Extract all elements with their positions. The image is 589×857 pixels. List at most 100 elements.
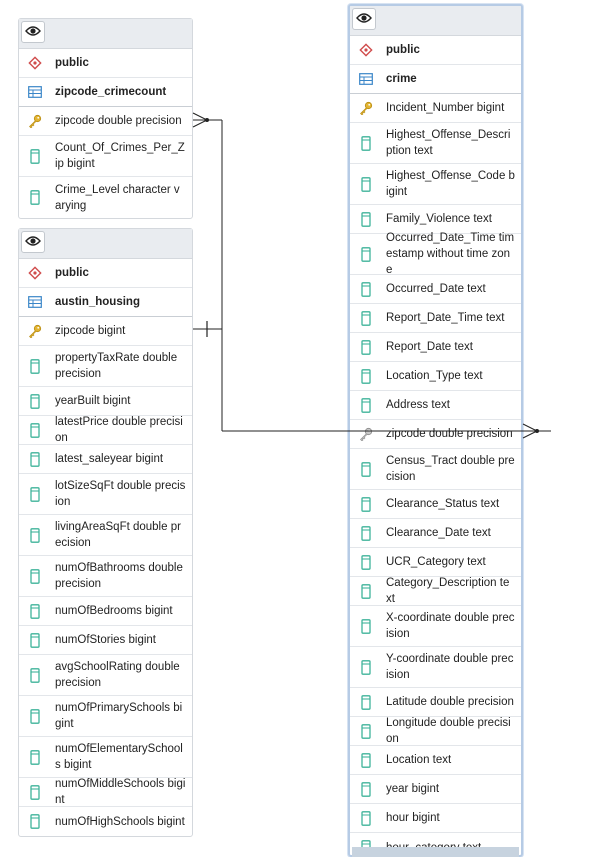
column-label: avgSchoolRating double precision [55, 661, 180, 689]
column-row[interactable]: Clearance_Status text [350, 490, 521, 519]
column-row[interactable]: Family_Violence text [350, 205, 521, 234]
column-row[interactable]: Address text [350, 391, 521, 420]
column-row[interactable]: Clearance_Date text [350, 519, 521, 548]
column-label: livingAreaSqFt double precision [55, 521, 181, 549]
column-icon [27, 708, 43, 724]
table-node-zipcode-crimecount[interactable]: public zipcode_crimecount zipcode double… [18, 18, 193, 219]
column-row[interactable]: Longitude double precision [350, 717, 521, 746]
column-row[interactable]: hour bigint [350, 804, 521, 833]
column-icon [27, 632, 43, 648]
column-icon [27, 358, 43, 374]
column-row[interactable]: Incident_Number bigint [350, 94, 521, 123]
column-label: numOfMiddleSchools bigint [55, 778, 186, 806]
column-label: numOfBathrooms double precision [55, 562, 183, 590]
column-label: numOfElementarySchools bigint [55, 743, 183, 771]
column-row[interactable]: Occurred_Date text [350, 275, 521, 304]
schema-row: public [19, 259, 192, 288]
column-row[interactable]: Latitude double precision [350, 688, 521, 717]
table-name-row: zipcode_crimecount [19, 78, 192, 107]
column-icon [358, 176, 374, 192]
column-label: lotSizeSqFt double precision [55, 480, 186, 508]
column-row[interactable]: avgSchoolRating double precision [19, 655, 192, 696]
column-label: zipcode bigint [55, 325, 126, 337]
column-row[interactable]: latestPrice double precision [19, 416, 192, 445]
table-node-austin-housing[interactable]: public austin_housing zipcode bigint prop… [18, 228, 193, 837]
column-label: latestPrice double precision [55, 416, 183, 444]
column-icon [358, 618, 374, 634]
eye-icon [356, 12, 372, 27]
column-row[interactable]: Category_Description text [350, 577, 521, 606]
column-row[interactable]: numOfBathrooms double precision [19, 556, 192, 597]
column-label: Crime_Level character varying [55, 183, 180, 212]
column-row[interactable]: zipcode bigint [19, 317, 192, 346]
column-row[interactable]: Report_Date text [350, 333, 521, 362]
column-icon [358, 752, 374, 768]
column-label: Report_Date text [386, 341, 473, 353]
column-row[interactable]: X-coordinate double precision [350, 606, 521, 647]
column-icon [358, 310, 374, 326]
column-icon [27, 603, 43, 619]
table-icon [358, 71, 374, 87]
table-name-row: austin_housing [19, 288, 192, 317]
column-row[interactable]: numOfMiddleSchools bigint [19, 778, 192, 807]
column-row[interactable]: UCR_Category text [350, 548, 521, 577]
schema-name: public [55, 57, 89, 69]
horizontal-scrollbar[interactable] [352, 847, 519, 857]
column-icon [27, 749, 43, 765]
column-row[interactable]: Count_Of_Crimes_Per_Zip bigint [19, 136, 192, 177]
column-row[interactable]: zipcode double precision [350, 420, 521, 449]
column-row[interactable]: lotSizeSqFt double precision [19, 474, 192, 515]
edge-crimecount-to-housing[interactable] [193, 119, 223, 330]
eye-icon [25, 25, 41, 40]
column-icon [27, 784, 43, 800]
column-row[interactable]: Location text [350, 746, 521, 775]
column-row[interactable]: zipcode double precision [19, 107, 192, 136]
column-label: numOfHighSchools bigint [55, 815, 185, 828]
column-row[interactable]: numOfElementarySchools bigint [19, 737, 192, 778]
column-icon [358, 583, 374, 599]
key-icon [27, 113, 43, 129]
column-icon [27, 393, 43, 409]
column-row[interactable]: yearBuilt bigint [19, 387, 192, 416]
column-label: Census_Tract double precision [386, 455, 515, 483]
column-row[interactable]: numOfHighSchools bigint [19, 807, 192, 836]
column-row[interactable]: numOfStories bigint [19, 626, 192, 655]
toggle-visibility-button[interactable] [352, 8, 376, 30]
column-icon [358, 246, 374, 262]
toggle-visibility-button[interactable] [21, 231, 45, 253]
column-row[interactable]: Report_Date_Time text [350, 304, 521, 333]
table-name: zipcode_crimecount [55, 86, 167, 98]
column-icon [358, 397, 374, 413]
column-row[interactable]: year bigint [350, 775, 521, 804]
column-row[interactable]: Location_Type text [350, 362, 521, 391]
column-row[interactable]: Highest_Offense_Description text [350, 123, 521, 164]
column-icon [27, 148, 43, 164]
toggle-visibility-button[interactable] [21, 21, 45, 43]
column-icon [27, 486, 43, 502]
column-row[interactable]: latest_saleyear bigint [19, 445, 192, 474]
column-row[interactable]: numOfBedrooms bigint [19, 597, 192, 626]
column-row[interactable]: propertyTaxRate double precision [19, 346, 192, 387]
column-label: Clearance_Date text [386, 527, 491, 539]
column-row[interactable]: Y-coordinate double precision [350, 647, 521, 688]
key-icon [358, 100, 374, 116]
column-row[interactable]: numOfPrimarySchools bigint [19, 696, 192, 737]
column-icon [358, 694, 374, 710]
column-row[interactable]: Highest_Offense_Code bigint [350, 164, 521, 205]
column-row[interactable]: Census_Tract double precision [350, 449, 521, 490]
column-row[interactable]: livingAreaSqFt double precision [19, 515, 192, 556]
column-icon [358, 281, 374, 297]
node-header [19, 19, 192, 49]
column-label: numOfBedrooms bigint [55, 605, 173, 617]
column-row[interactable]: Crime_Level character varying [19, 177, 192, 218]
node-header [350, 6, 521, 36]
column-icon [358, 496, 374, 512]
column-row[interactable]: Occurred_Date_Time timestamp without tim… [350, 232, 521, 276]
node-header [19, 229, 192, 259]
column-label: numOfPrimarySchools bigint [55, 702, 183, 730]
column-label: numOfStories bigint [55, 634, 156, 646]
column-label: Count_Of_Crimes_Per_Zip bigint [55, 142, 185, 170]
schema-name: public [55, 267, 89, 279]
column-label: UCR_Category text [386, 556, 486, 568]
